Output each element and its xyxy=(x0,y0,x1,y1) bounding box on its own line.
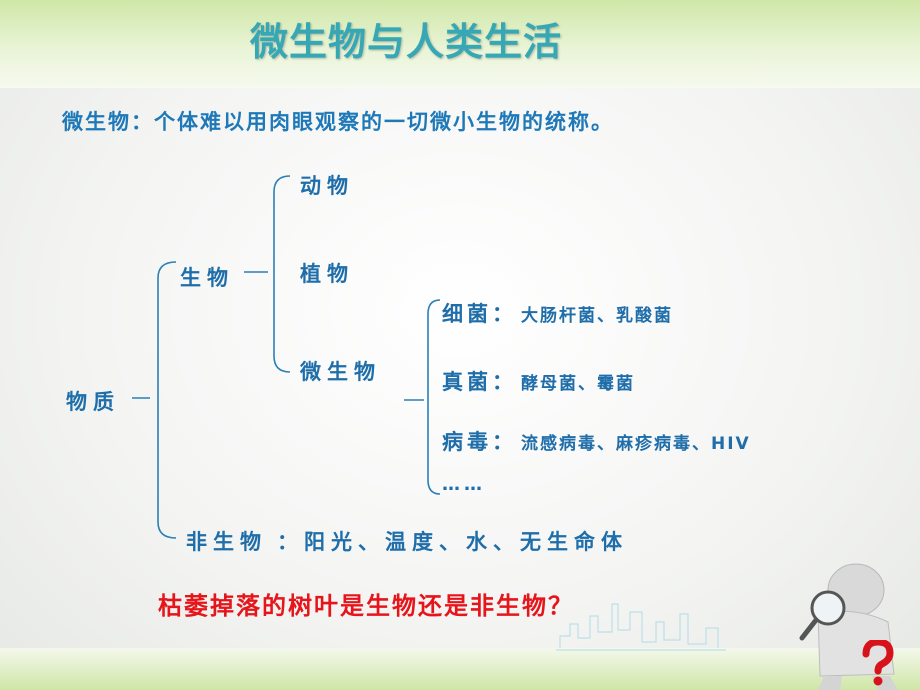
node-virus: 病毒：流感病毒、麻疹病毒、HIV xyxy=(442,426,751,456)
thinking-figure-magnifier-icon xyxy=(556,563,898,690)
node-living: 生物 xyxy=(180,266,234,290)
nonliving-examples: ：阳光、温度、水、无生命体 xyxy=(277,530,628,554)
node-fungi: 真菌：酵母菌、霉菌 xyxy=(442,366,635,396)
virus-label: 病毒： xyxy=(442,430,517,454)
header-band xyxy=(0,0,920,88)
footer-band xyxy=(0,648,920,690)
bracket-root xyxy=(132,261,177,539)
bacteria-examples: 大肠杆菌、乳酸菌 xyxy=(521,306,673,326)
nonliving-label: 非生物 xyxy=(186,530,267,554)
bracket-living xyxy=(244,175,291,373)
node-plants: 植物 xyxy=(300,262,354,286)
definition-text: 微生物：个体难以用肉眼观察的一切微小生物的统称。 xyxy=(62,110,614,134)
node-microbes: 微生物 xyxy=(300,360,381,384)
node-root: 物质 xyxy=(66,390,120,414)
node-animals: 动物 xyxy=(300,174,354,198)
fungi-label: 真菌： xyxy=(442,370,517,394)
virus-examples: 流感病毒、麻疹病毒、HIV xyxy=(521,434,751,454)
node-more: …… xyxy=(442,474,486,495)
question-text: 枯萎掉落的树叶是生物还是非生物？ xyxy=(158,592,574,620)
slide-title: 微生物与人类生活 xyxy=(250,20,563,64)
node-bacteria: 细菌：大肠杆菌、乳酸菌 xyxy=(442,298,673,328)
bacteria-label: 细菌： xyxy=(442,302,517,326)
node-nonliving: 非生物 ：阳光、温度、水、无生命体 xyxy=(186,526,628,556)
fungi-examples: 酵母菌、霉菌 xyxy=(521,374,635,394)
question-mark-icon xyxy=(862,640,894,686)
bracket-microbes xyxy=(404,299,441,495)
